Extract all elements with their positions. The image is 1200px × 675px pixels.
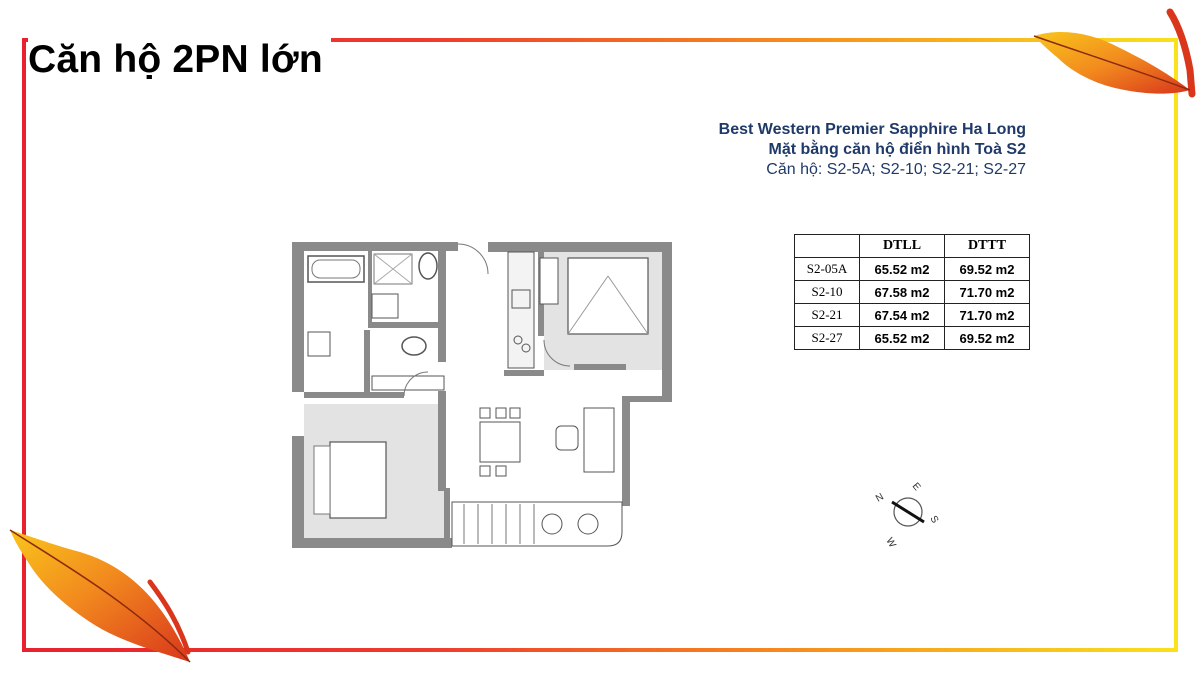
table-row: S2-21 67.54 m2 71.70 m2 bbox=[794, 303, 1030, 327]
kitchen-counter bbox=[507, 251, 535, 369]
project-name: Best Western Premier Sapphire Ha Long bbox=[718, 121, 1026, 138]
autumn-leaf-bottom-left bbox=[9, 529, 191, 663]
unit-list: Căn hộ: S2-5A; S2-10; S2-21; S2-27 bbox=[766, 161, 1026, 178]
floor-plan bbox=[292, 242, 672, 548]
page-title: Căn hộ 2PN lớn bbox=[28, 38, 331, 82]
table-row: S2-05A 65.52 m2 69.52 m2 bbox=[794, 257, 1030, 281]
dttt-value: 69.52 m2 bbox=[944, 326, 1030, 350]
entry-door bbox=[457, 243, 489, 275]
unit-code: S2-05A bbox=[794, 257, 860, 281]
compass-w: W bbox=[883, 536, 898, 550]
dttt-value: 71.70 m2 bbox=[944, 303, 1030, 327]
unit-code: S2-21 bbox=[794, 303, 860, 327]
bed-second bbox=[329, 441, 387, 519]
table-row: S2-27 65.52 m2 69.52 m2 bbox=[794, 326, 1030, 350]
toilet bbox=[418, 252, 438, 280]
project-header: Best Western Premier Sapphire Ha Long Mặ… bbox=[719, 120, 1026, 180]
header-dtll: DTLL bbox=[859, 234, 945, 258]
area-table: DTLL DTTT S2-05A 65.52 m2 69.52 m2 S2-10… bbox=[794, 234, 1030, 350]
compass-s: S bbox=[927, 514, 940, 526]
dtll-value: 67.54 m2 bbox=[859, 303, 945, 327]
bed-master bbox=[567, 257, 649, 335]
balcony bbox=[451, 501, 623, 547]
bathtub bbox=[307, 255, 365, 283]
header-dttt: DTTT bbox=[944, 234, 1030, 258]
table-row: S2-10 67.58 m2 71.70 m2 bbox=[794, 280, 1030, 304]
sofa bbox=[583, 407, 615, 473]
dining-table bbox=[479, 421, 521, 463]
dtll-value: 67.58 m2 bbox=[859, 280, 945, 304]
unit-code: S2-27 bbox=[794, 326, 860, 350]
area-table-header: DTLL DTTT bbox=[794, 234, 1030, 258]
autumn-leaf-top-right bbox=[1033, 8, 1196, 98]
shower bbox=[373, 253, 413, 285]
sink bbox=[371, 293, 399, 319]
dttt-value: 71.70 m2 bbox=[944, 280, 1030, 304]
plan-subtitle: Mặt bằng căn hộ điển hình Toà S2 bbox=[768, 141, 1027, 158]
compass-icon: N E S W bbox=[874, 481, 940, 550]
dttt-value: 69.52 m2 bbox=[944, 257, 1030, 281]
dtll-value: 65.52 m2 bbox=[859, 257, 945, 281]
unit-code: S2-10 bbox=[794, 280, 860, 304]
compass-n: N bbox=[874, 491, 886, 504]
dtll-value: 65.52 m2 bbox=[859, 326, 945, 350]
header-empty bbox=[794, 234, 860, 258]
compass-e: E bbox=[910, 481, 923, 493]
